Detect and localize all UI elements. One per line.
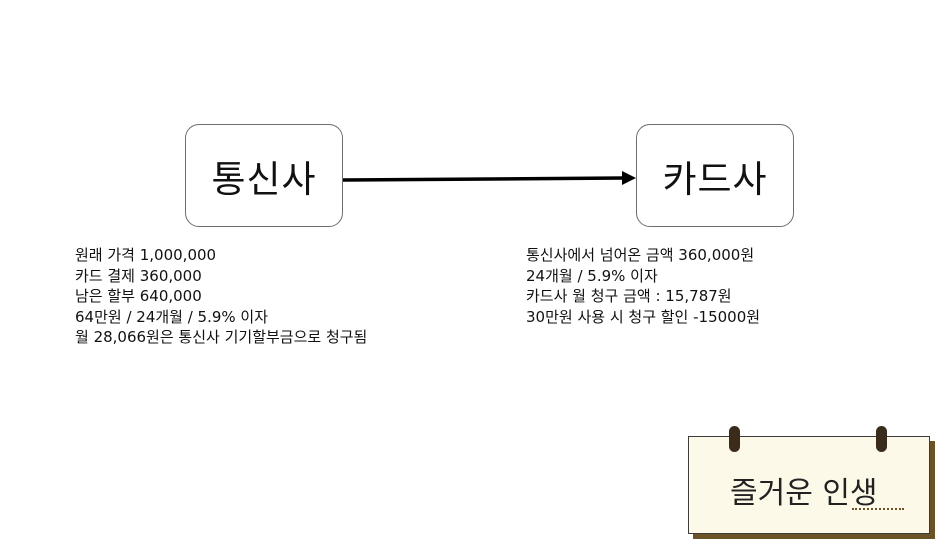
card-note-line: 카드사 월 청구 금액 : 15,787원 [526, 287, 732, 305]
signboard-dotted-underline [852, 508, 904, 510]
signboard-text: 즐거운 인생 [730, 476, 878, 511]
flow-arrow-head [622, 171, 636, 185]
telecom-note-line: 카드 결제 360,000 [75, 266, 202, 285]
card-note-line: 24개월 / 5.9% 이자 [526, 266, 658, 285]
signboard: 즐거운 인생 [688, 426, 940, 540]
telecom-node-label: 통신사 [211, 157, 317, 201]
card-note-line: 통신사에서 넘어온 금액 360,000원 [526, 246, 755, 264]
pin-icon [729, 426, 740, 452]
telecom-note-line: 64만원 / 24개월 / 5.9% 이자 [75, 307, 269, 326]
card-note-line: 30만원 사용 시 청구 할인 -15000원 [526, 307, 761, 326]
telecom-note-line: 원래 가격 1,000,000 [75, 246, 217, 264]
signboard-body [688, 436, 930, 534]
flow-arrow-line [342, 176, 625, 182]
pin-icon [876, 426, 887, 452]
card-company-node: 카드사 [636, 124, 794, 227]
telecom-note-line: 남은 할부 640,000 [75, 287, 202, 305]
telecom-notes: 원래 가격 1,000,000 카드 결제 360,000 남은 할부 640,… [75, 245, 367, 348]
card-company-node-label: 카드사 [662, 157, 768, 201]
telecom-node: 통신사 [185, 124, 343, 227]
card-company-notes: 통신사에서 넘어온 금액 360,000원 24개월 / 5.9% 이자 카드사… [526, 245, 760, 327]
telecom-note-line: 월 28,066원은 통신사 기기할부금으로 청구됨 [75, 328, 368, 346]
